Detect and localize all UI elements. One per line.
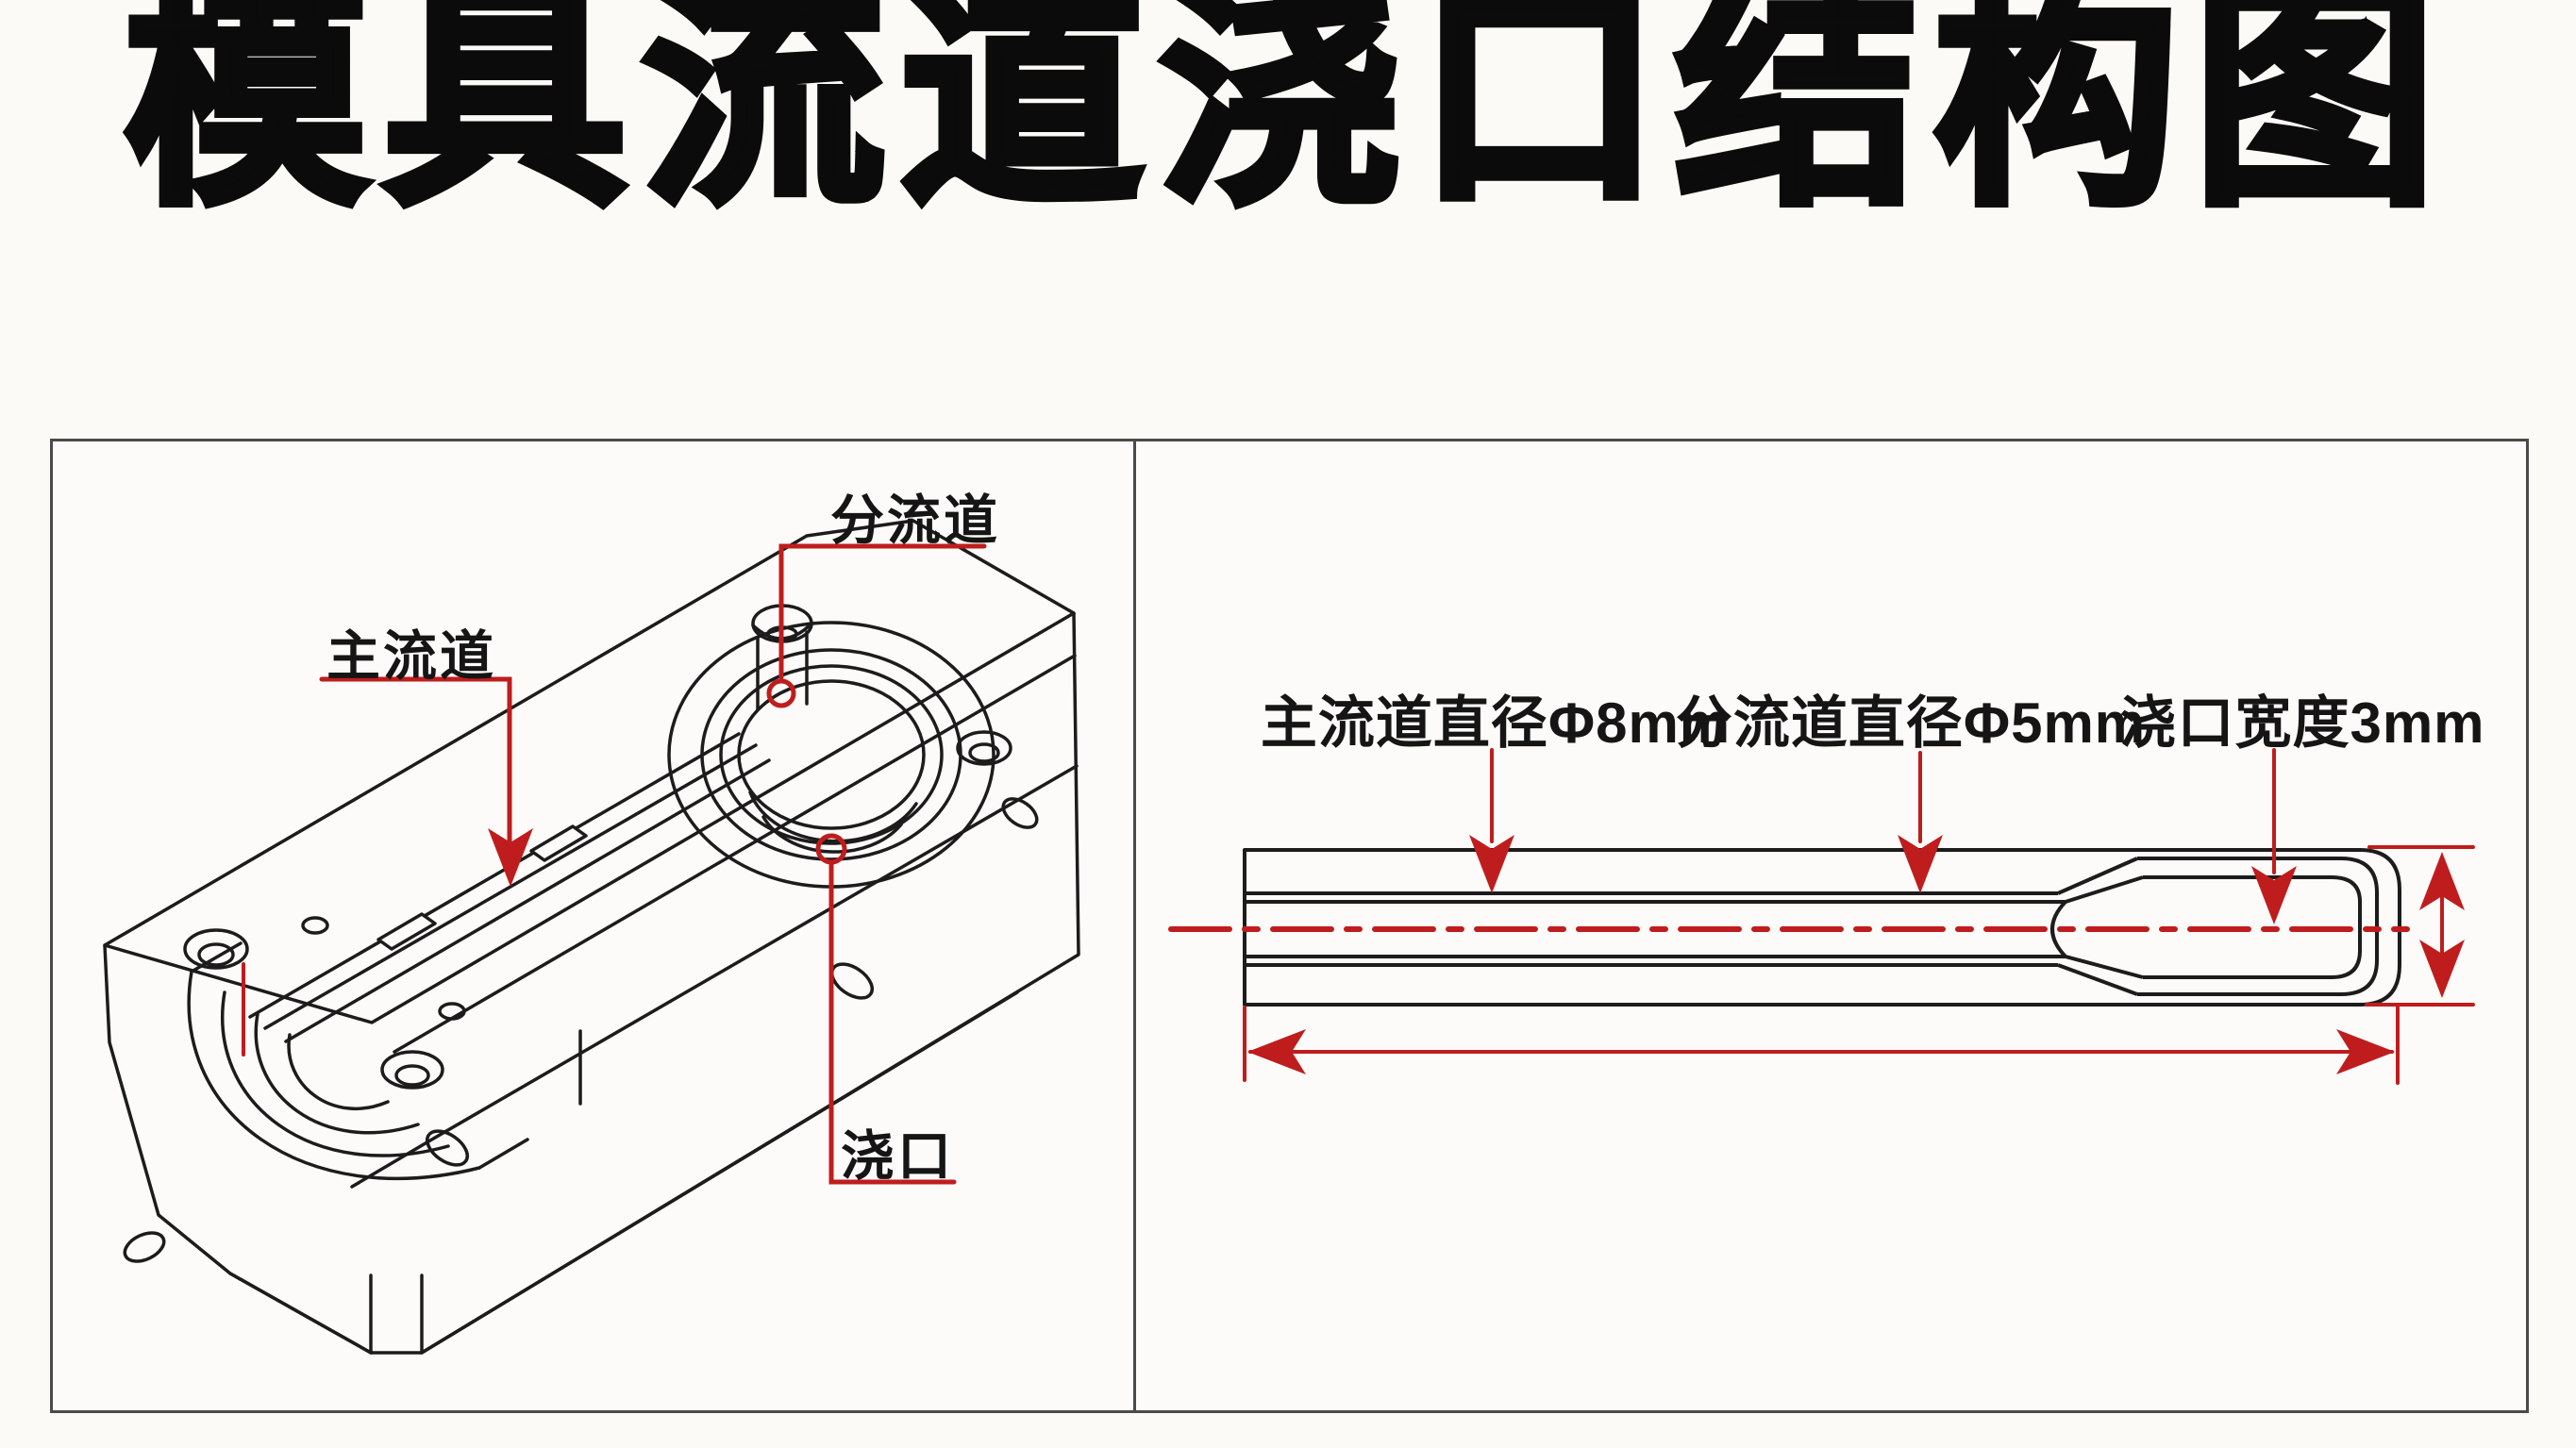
length-dim-arrow-left bbox=[1247, 1029, 1306, 1074]
main-runner-arrowhead bbox=[488, 828, 533, 887]
vertical-dim-arrow-up bbox=[2419, 852, 2465, 910]
dimension-arrowheads bbox=[1247, 835, 2465, 1074]
branch-runner-marker bbox=[766, 678, 796, 708]
main-runner-label: 主流道 bbox=[326, 626, 496, 687]
gate-marker bbox=[815, 833, 847, 865]
main-runner-leader bbox=[319, 676, 512, 844]
dimension-lines bbox=[1168, 748, 2475, 1085]
branch-dia-arrowhead bbox=[1898, 835, 1943, 893]
runner-section-drawing bbox=[1168, 748, 2475, 1085]
panel-divider bbox=[1133, 441, 1136, 1410]
branch-runner-diameter-label: 分流道直径Φ5mm bbox=[1675, 691, 2147, 755]
leader-lines bbox=[242, 543, 987, 1185]
gate-width-label: 浇口宽度3mm bbox=[2119, 691, 2485, 755]
main-dia-arrowhead bbox=[1469, 835, 1514, 893]
gate-width-arrowhead bbox=[2251, 866, 2297, 924]
gate-label: 浇口 bbox=[841, 1126, 954, 1187]
page-title: 模具流道浇口结构图 bbox=[121, 0, 2451, 232]
diagram-panel: 分流道 主流道 浇口 bbox=[50, 439, 2529, 1413]
isometric-mold-drawing bbox=[103, 519, 1080, 1355]
mold-block-outline bbox=[103, 519, 1080, 1355]
vertical-dim-arrow-down bbox=[2419, 940, 2465, 998]
length-dim-arrow-right bbox=[2336, 1029, 2395, 1074]
main-runner-diameter-label: 主流道直径Φ8mm bbox=[1260, 691, 1731, 755]
branch-runner-leader bbox=[778, 543, 987, 680]
branch-runner-label: 分流道 bbox=[830, 491, 1000, 551]
gate-leader bbox=[828, 861, 957, 1185]
